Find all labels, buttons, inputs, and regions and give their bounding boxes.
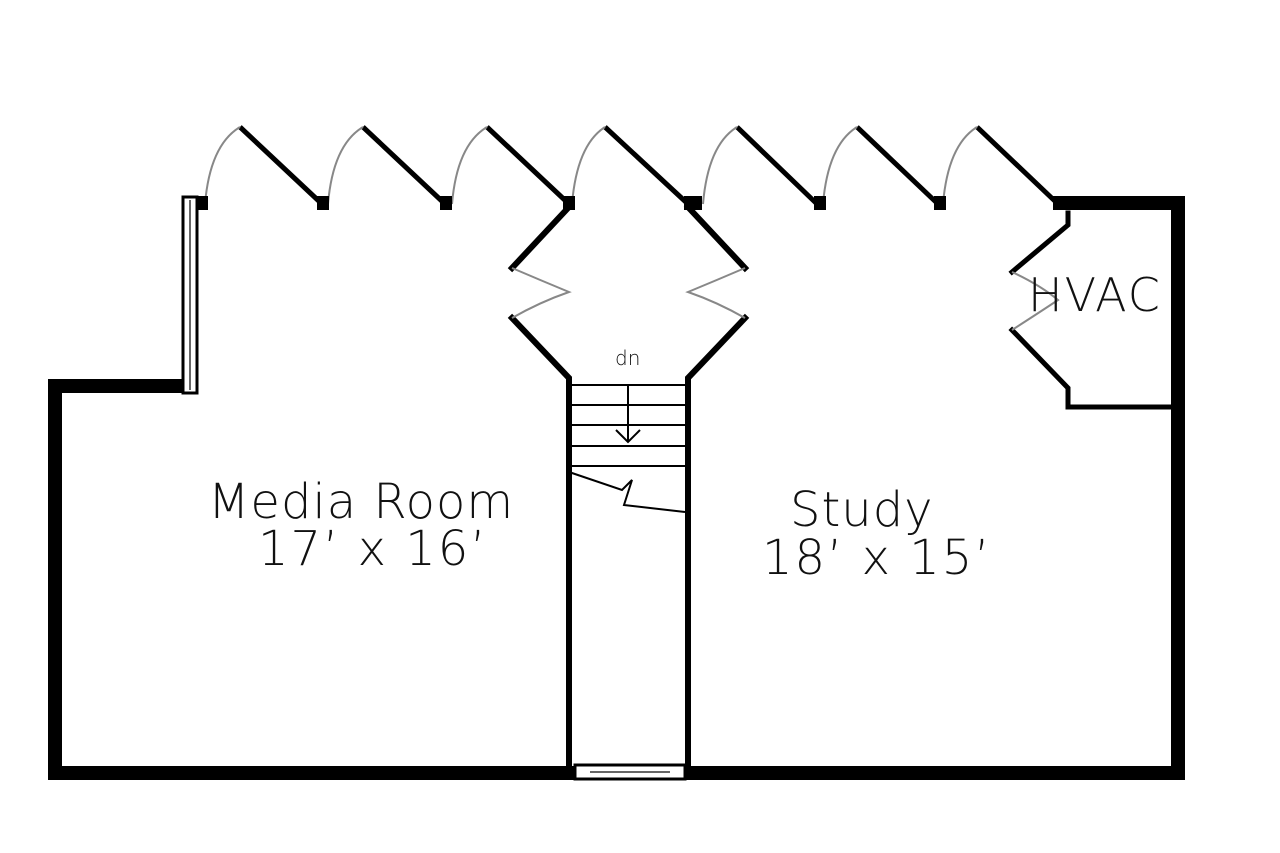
stair-hall-door-swings [511,267,746,319]
door-jambs [196,196,1069,210]
study-room-size: 18’ x 15’ [762,530,992,586]
bottom-window [573,763,687,781]
study-room-name: Study [790,482,934,538]
left-window [181,195,199,395]
media-room-size: 17’ x 16’ [258,521,488,577]
closet-door-swings [204,126,978,205]
stair-direction-arrow [615,385,641,444]
media-room-name: Media Room [208,474,515,530]
stair-break-line [568,471,686,513]
exterior-walls [48,196,1185,780]
stair-hall-walls [507,202,750,773]
stairs-direction-label: dn [615,346,641,370]
hvac-label: HVAC [1028,272,1162,318]
hvac-closet-walls [1008,210,1175,410]
hvac-door-swing [1011,271,1060,331]
closet-doors [238,125,1060,206]
left-bottom-wall [48,379,582,780]
right-bottom-wall [681,196,1185,780]
